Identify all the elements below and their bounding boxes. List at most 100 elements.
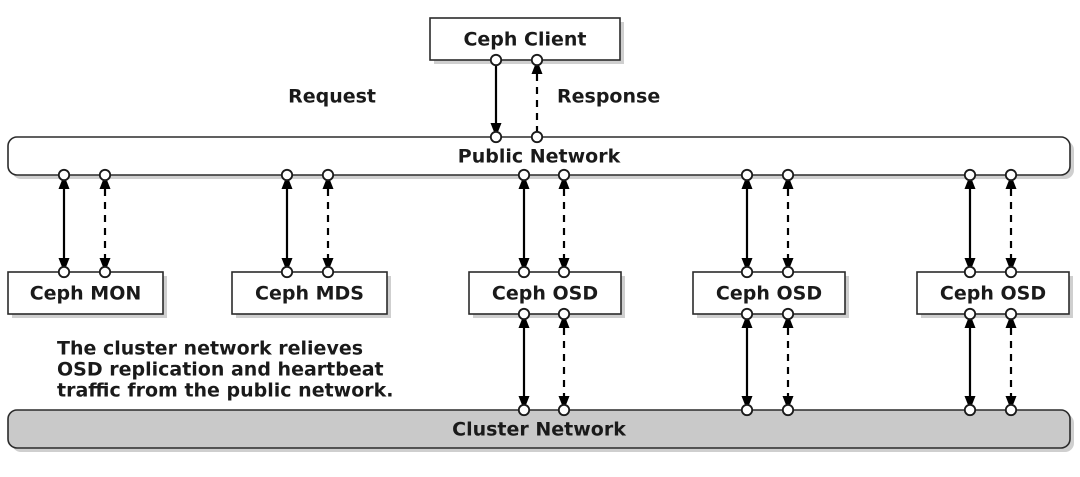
arrowhead-down-mds-public-solid (281, 258, 293, 272)
ceph-osd-label-1: Ceph OSD (492, 283, 598, 305)
arrowhead-down-osd1-public-solid (518, 258, 530, 272)
port-osd2-top-d (781, 265, 795, 279)
port-osd3-bot-d (1004, 307, 1018, 321)
cluster-network-bar[interactable] (7, 409, 1071, 449)
ceph-client-label: Ceph Client (463, 29, 586, 51)
cluster-network-bar-group[interactable]: Cluster Network (7, 409, 1071, 449)
ceph-mds-node[interactable]: Ceph MDS (231, 271, 388, 315)
port-public-bot-osd1-d (557, 168, 571, 182)
ceph-osd-node-2[interactable]: Ceph OSD (692, 271, 846, 315)
ceph-osd-node-1[interactable]: Ceph OSD (468, 271, 622, 315)
connection-mds-public-solid (281, 175, 293, 272)
arrowhead-up-mds-public-dashed (322, 175, 334, 189)
ceph-osd-box-3[interactable] (916, 271, 1070, 315)
arrowhead-up-client-response (531, 60, 543, 74)
arrowhead-up-osd1-public-solid (518, 175, 530, 189)
port-mon-top-s (57, 265, 71, 279)
port-mds-top-s (280, 265, 294, 279)
port-public-bot-osd3-d (1004, 168, 1018, 182)
port-osd1-top-s (517, 265, 531, 279)
arrowhead-down-osd1-public-dashed (558, 258, 570, 272)
connection-mon-public-solid (58, 175, 70, 272)
arrowhead-down-osd3-public-solid (964, 258, 976, 272)
arrowhead-down-osd1-cluster-dashed (558, 396, 570, 410)
ceph-mds-label: Ceph MDS (255, 283, 364, 305)
port-mds-top-d (321, 265, 335, 279)
arrowhead-up-mon-public-dashed (99, 175, 111, 189)
port-cluster-top-osd2-s (740, 403, 754, 417)
connection-client-request (490, 60, 502, 137)
port-osd1-bot-d (557, 307, 571, 321)
port-cluster-top-osd3-s (963, 403, 977, 417)
arrowhead-up-osd3-public-solid (964, 175, 976, 189)
arrowhead-down-osd2-public-dashed (782, 258, 794, 272)
arrowhead-up-osd1-cluster-solid (518, 314, 530, 328)
ceph-mon-node[interactable]: Ceph MON (7, 271, 164, 315)
port-cluster-top-osd2-d (781, 403, 795, 417)
connection-client-response (531, 60, 543, 137)
port-osd2-bot-s (740, 307, 754, 321)
connection-mds-public-dashed (322, 175, 334, 272)
port-public-bot-mds-d (321, 168, 335, 182)
arrowhead-up-osd2-public-dashed (782, 175, 794, 189)
arrowhead-up-osd3-public-dashed (1005, 175, 1017, 189)
port-layer (57, 53, 1018, 417)
arrowhead-down-mon-public-dashed (99, 258, 111, 272)
port-osd3-bot-s (963, 307, 977, 321)
arrowhead-down-client-request (490, 123, 502, 137)
ceph-client-box[interactable] (429, 17, 621, 61)
arrowhead-up-osd1-public-dashed (558, 175, 570, 189)
note-line-3: traffic from the public network. (57, 380, 394, 402)
connection-osd3-cluster-dashed (1005, 314, 1017, 410)
arrowhead-up-osd2-cluster-dashed (782, 314, 794, 328)
connection-osd1-cluster-dashed (558, 314, 570, 410)
connection-osd3-public-dashed (1005, 175, 1017, 272)
arrowhead-up-mon-public-solid (58, 175, 70, 189)
port-osd1-bot-s (517, 307, 531, 321)
port-public-bot-osd2-s (740, 168, 754, 182)
ceph-osd-label-2: Ceph OSD (716, 283, 822, 305)
ceph-osd-box-1[interactable] (468, 271, 622, 315)
port-public-top-left (489, 130, 503, 144)
ceph-mds-box[interactable] (231, 271, 388, 315)
ceph-osd-node-3[interactable]: Ceph OSD (916, 271, 1070, 315)
port-public-top-right (530, 130, 544, 144)
port-cluster-top-osd3-d (1004, 403, 1018, 417)
connection-osd3-cluster-solid (964, 314, 976, 410)
connection-osd1-cluster-solid (518, 314, 530, 410)
request-label: Request (288, 86, 376, 108)
port-osd2-top-s (740, 265, 754, 279)
note-line-1: The cluster network relieves (57, 338, 363, 360)
arrowhead-up-osd3-cluster-solid (964, 314, 976, 328)
port-osd1-top-d (557, 265, 571, 279)
ceph-mon-box[interactable] (7, 271, 164, 315)
ceph-osd-label-3: Ceph OSD (940, 283, 1046, 305)
arrowhead-down-mds-public-dashed (322, 258, 334, 272)
arrowhead-down-osd3-cluster-dashed (1005, 396, 1017, 410)
arrowhead-down-osd2-cluster-dashed (782, 396, 794, 410)
connection-mon-public-dashed (99, 175, 111, 272)
note-line-2: OSD replication and heartbeat (57, 359, 384, 381)
arrowhead-down-osd2-public-solid (741, 258, 753, 272)
port-osd3-top-s (963, 265, 977, 279)
ceph-mon-label: Ceph MON (30, 283, 142, 305)
port-public-bot-osd1-s (517, 168, 531, 182)
port-client-port-left (489, 53, 503, 67)
port-cluster-top-osd1-s (517, 403, 531, 417)
port-osd2-bot-d (781, 307, 795, 321)
port-client-port-right (530, 53, 544, 67)
arrowhead-up-osd2-public-solid (741, 175, 753, 189)
port-osd3-top-d (1004, 265, 1018, 279)
arrowhead-down-osd1-cluster-solid (518, 396, 530, 410)
ceph-osd-box-2[interactable] (692, 271, 846, 315)
connection-osd1-public-dashed (558, 175, 570, 272)
port-public-bot-osd3-s (963, 168, 977, 182)
arrowhead-up-osd1-cluster-dashed (558, 314, 570, 328)
connection-osd2-cluster-solid (741, 314, 753, 410)
connection-osd2-public-dashed (782, 175, 794, 272)
ceph-client-node[interactable]: Ceph Client (429, 17, 621, 61)
connection-osd3-public-solid (964, 175, 976, 272)
arrowhead-up-mds-public-solid (281, 175, 293, 189)
